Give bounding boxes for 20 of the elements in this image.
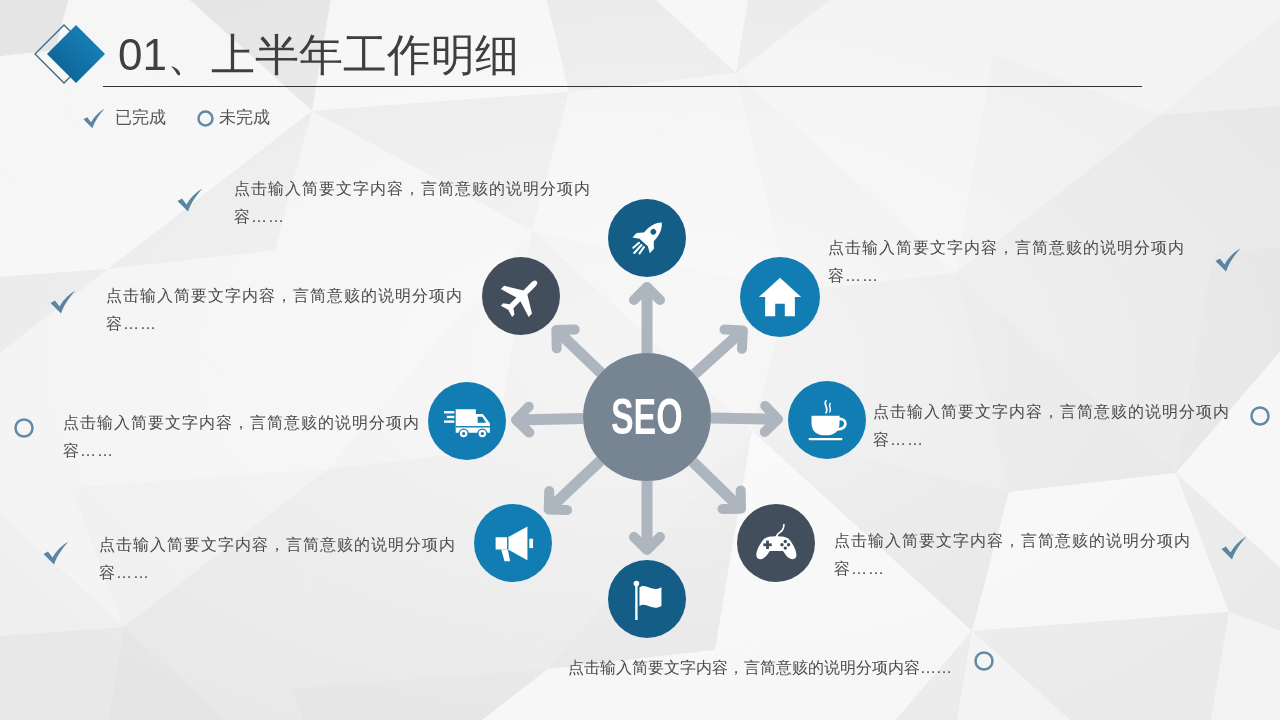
arrow: [629, 481, 665, 555]
item-description: 点击输入简要文字内容，言简意赅的说明分项内容……: [63, 413, 421, 461]
legend-label: 已完成: [115, 107, 166, 129]
item-description: 点击输入简要文字内容，言简意赅的说明分项内容……: [234, 179, 592, 227]
arrow: [710, 400, 783, 437]
arrow: [551, 324, 605, 377]
item-description: 点击输入简要文字内容，言简意赅的说明分项内容……: [568, 658, 952, 678]
arrow: [629, 282, 665, 353]
legend-label: 未完成: [219, 107, 270, 129]
item-description: 点击输入简要文字内容，言简意赅的说明分项内容……: [828, 238, 1186, 286]
slide-title: 01、上半年工作明细: [118, 29, 519, 81]
node-label: SEO: [611, 395, 683, 439]
item-description: 点击输入简要文字内容，言简意赅的说明分项内容……: [834, 531, 1192, 579]
arrow: [688, 457, 746, 514]
item-description: 点击输入简要文字内容，言简意赅的说明分项内容……: [873, 402, 1231, 450]
item-description: 点击输入简要文字内容，言简意赅的说明分项内容……: [99, 535, 457, 583]
item-description: 点击输入简要文字内容，言简意赅的说明分项内容……: [106, 286, 464, 334]
arrow: [511, 401, 584, 438]
arrow: [543, 456, 605, 515]
arrow: [690, 324, 748, 379]
